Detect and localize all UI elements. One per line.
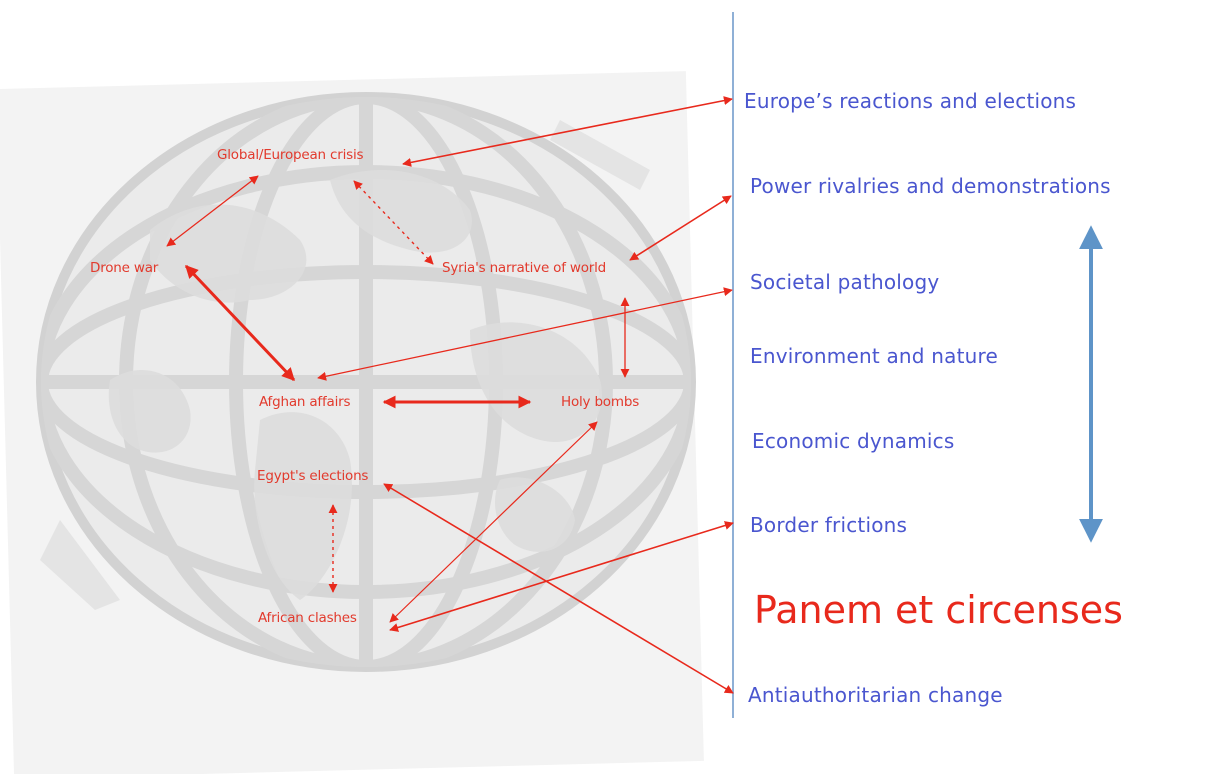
theme-power-rivalries: Power rivalries and demonstrations — [750, 174, 1111, 198]
theme-europe-reactions: Europe’s reactions and elections — [744, 89, 1077, 113]
arrow-power-syria — [629, 195, 732, 261]
theme-environment-nature: Environment and nature — [750, 344, 998, 368]
theme-antiauthoritarian-change: Antiauthoritarian change — [748, 683, 1003, 707]
node-syria-narrative: Syria's narrative of world — [442, 260, 607, 276]
arrow-global-syria — [353, 180, 434, 265]
arrow-societal-afghan — [317, 287, 733, 381]
arrow-holy-african — [389, 421, 598, 623]
node-afghan-affairs: Afghan affairs — [259, 394, 351, 410]
node-egypt-elections: Egypt's elections — [257, 468, 369, 484]
theme-societal-pathology: Societal pathology — [750, 270, 940, 294]
headline-panem-et-circenses: Panem et circenses — [754, 588, 1123, 632]
arrow-europe-global — [402, 96, 733, 167]
node-holy-bombs: Holy bombs — [561, 394, 640, 410]
theme-economic-dynamics: Economic dynamics — [752, 429, 955, 453]
arrow-global-drone — [166, 175, 259, 247]
node-drone-war: Drone war — [90, 260, 159, 276]
theme-border-frictions: Border frictions — [750, 513, 908, 537]
node-african-clashes: African clashes — [258, 610, 357, 626]
arrow-border-african — [389, 521, 734, 632]
arrow-egypt-antiauthoritarian — [383, 483, 734, 694]
node-global-crisis: Global/European crisis — [217, 147, 364, 163]
arrow-drone-afghan — [184, 264, 296, 382]
